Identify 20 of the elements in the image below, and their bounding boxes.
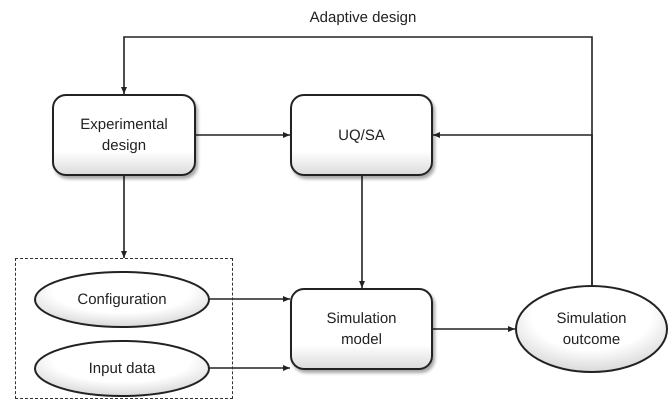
arrow [209, 365, 290, 371]
arrow [359, 176, 365, 288]
arrow [121, 36, 593, 285]
ellipse-node [34, 271, 210, 328]
arrow [196, 132, 290, 138]
ellipse-node [515, 285, 668, 373]
arrow [121, 176, 127, 258]
node-label: Simulation outcome [555, 309, 628, 350]
process-box [290, 94, 433, 176]
ellipse-node [34, 340, 210, 397]
node-label: Configuration [77, 290, 167, 310]
node-label: Experimental design [79, 115, 169, 156]
process-box [290, 288, 433, 370]
dashed-group-box [15, 258, 233, 399]
arrow [209, 296, 290, 302]
node-label: UQ/SA [338, 126, 385, 146]
arrow [433, 326, 515, 332]
process-box [52, 94, 196, 176]
node-label: Input data [88, 359, 156, 379]
node-label: Simulation model [325, 309, 398, 350]
